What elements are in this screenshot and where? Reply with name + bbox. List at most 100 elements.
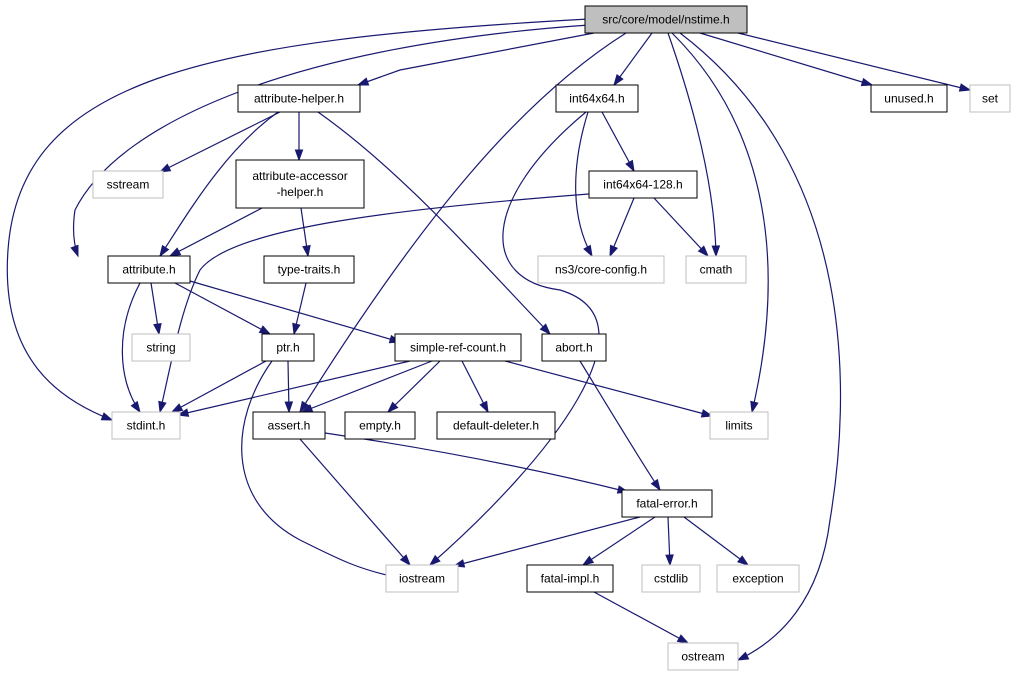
edge-assert-to-fatal-error bbox=[324, 432, 630, 494]
edge-fatal-error-to-iostream bbox=[452, 516, 641, 568]
node-box bbox=[235, 159, 365, 209]
edge-ptr-to-stdint bbox=[170, 360, 267, 413]
node-label: ptr.h bbox=[276, 341, 299, 355]
node-box bbox=[685, 255, 747, 284]
node-string: string bbox=[131, 333, 191, 362]
edge-int64x64-128-to-stdint bbox=[158, 193, 590, 414]
node-int64x64-128[interactable]: int64x64-128.h bbox=[588, 170, 698, 199]
node-label: -helper.h bbox=[277, 185, 324, 199]
edge-simple-ref-count-to-empty bbox=[386, 360, 441, 414]
node-box bbox=[541, 333, 607, 362]
node-label: stdint.h bbox=[127, 419, 166, 433]
node-attribute-accessor-helper[interactable]: attribute-accessor -helper.h bbox=[235, 159, 365, 209]
node-attribute[interactable]: attribute.h bbox=[107, 255, 191, 284]
node-empty[interactable]: empty.h bbox=[344, 411, 416, 440]
node-box bbox=[621, 489, 713, 518]
edge-nstime-to-int64x64 bbox=[613, 32, 653, 87]
node-box bbox=[237, 84, 361, 113]
node-label: int64x64-128.h bbox=[603, 178, 682, 192]
node-default-deleter[interactable]: default-deleter.h bbox=[436, 411, 556, 440]
node-limits: limits bbox=[709, 411, 769, 440]
edge-nstime-to-attribute-helper bbox=[356, 32, 595, 86]
node-box bbox=[555, 84, 639, 113]
node-cmath: cmath bbox=[685, 255, 747, 284]
node-label: attribute-accessor bbox=[252, 169, 347, 183]
edge-ptr-to-iostream bbox=[241, 360, 402, 581]
edge-nstime-to-limits bbox=[671, 32, 769, 414]
node-box bbox=[394, 333, 522, 362]
node-label: unused.h bbox=[884, 92, 933, 106]
node-box bbox=[261, 333, 315, 362]
node-box bbox=[436, 411, 556, 440]
edge-fatal-error-to-cstdlib bbox=[665, 516, 674, 567]
edge-abort-to-fatal-error bbox=[579, 360, 661, 492]
node-label: cmath bbox=[700, 263, 733, 277]
node-label: fatal-impl.h bbox=[541, 572, 600, 586]
node-box bbox=[92, 170, 164, 199]
node-box bbox=[385, 564, 459, 593]
edge-nstime-to-assert bbox=[299, 32, 627, 414]
node-box bbox=[107, 255, 191, 284]
node-box bbox=[716, 564, 800, 593]
node-label: limits bbox=[725, 419, 752, 433]
edge-attribute-to-ptr bbox=[174, 282, 272, 335]
edge-int64x64-to-core-config bbox=[575, 111, 593, 258]
node-label: iostream bbox=[399, 572, 445, 586]
node-int64x64[interactable]: int64x64.h bbox=[555, 84, 639, 113]
node-label: abort.h bbox=[555, 341, 592, 355]
node-unused[interactable]: unused.h bbox=[870, 84, 948, 113]
node-attribute-helper[interactable]: attribute-helper.h bbox=[237, 84, 361, 113]
node-label: attribute.h bbox=[122, 263, 175, 277]
edge-attribute-to-simple-ref-count bbox=[189, 280, 402, 344]
edge-attribute-helper-to-sstream bbox=[158, 111, 281, 173]
node-label: ns3/core-config.h bbox=[555, 263, 647, 277]
node-box bbox=[263, 255, 355, 284]
edge-nstime-to-stdint bbox=[6, 18, 590, 421]
node-label: fatal-error.h bbox=[636, 497, 697, 511]
edge-int64x64-to-int64x64-128 bbox=[601, 111, 635, 173]
edge-attribute-accessor-helper-to-attribute bbox=[168, 207, 263, 257]
edge-int64x64-128-to-core-config bbox=[609, 197, 635, 258]
node-label: set bbox=[982, 92, 999, 106]
node-abort[interactable]: abort.h bbox=[541, 333, 607, 362]
edge-nstime-to-ostream bbox=[679, 32, 842, 661]
node-label: src/core/model/nstime.h bbox=[602, 13, 729, 27]
node-iostream: iostream bbox=[385, 564, 459, 593]
node-nstime[interactable]: src/core/model/nstime.h bbox=[584, 5, 748, 34]
node-box bbox=[870, 84, 948, 113]
edge-attribute-accessor-helper-to-type-traits bbox=[300, 207, 311, 258]
node-label: assert.h bbox=[268, 419, 311, 433]
edge-ptr-to-assert bbox=[284, 360, 294, 414]
node-box bbox=[667, 642, 739, 671]
node-sstream: sstream bbox=[92, 170, 164, 199]
node-box bbox=[537, 255, 665, 284]
edge-nstime-to-unused bbox=[699, 32, 874, 87]
node-exception: exception bbox=[716, 564, 800, 593]
node-box bbox=[111, 411, 181, 440]
node-label: attribute-helper.h bbox=[254, 92, 344, 106]
edge-simple-ref-count-to-limits bbox=[504, 360, 714, 418]
node-box bbox=[252, 411, 326, 440]
node-fatal-error[interactable]: fatal-error.h bbox=[621, 489, 713, 518]
node-box bbox=[709, 411, 769, 440]
node-label: empty.h bbox=[359, 419, 401, 433]
edge-int64x64-128-to-cmath bbox=[653, 197, 710, 258]
node-ptr[interactable]: ptr.h bbox=[261, 333, 315, 362]
node-box bbox=[131, 333, 191, 362]
node-label: exception bbox=[732, 572, 783, 586]
node-box bbox=[588, 170, 698, 199]
node-box bbox=[641, 564, 701, 593]
node-type-traits[interactable]: type-traits.h bbox=[263, 255, 355, 284]
node-box bbox=[344, 411, 416, 440]
node-label: int64x64.h bbox=[569, 92, 624, 106]
edge-fatal-impl-to-ostream bbox=[593, 591, 690, 644]
node-fatal-impl[interactable]: fatal-impl.h bbox=[526, 564, 614, 593]
nodes-layer: src/core/model/nstime.h attribute-helper.… bbox=[92, 5, 1011, 671]
edge-type-traits-to-ptr bbox=[292, 282, 307, 336]
node-box bbox=[969, 84, 1011, 113]
node-assert[interactable]: assert.h bbox=[252, 411, 326, 440]
node-simple-ref-count[interactable]: simple-ref-count.h bbox=[394, 333, 522, 362]
edge-nstime-to-set bbox=[737, 32, 972, 92]
edge-simple-ref-count-to-stdint bbox=[176, 360, 411, 417]
node-label: ostream bbox=[681, 650, 724, 664]
